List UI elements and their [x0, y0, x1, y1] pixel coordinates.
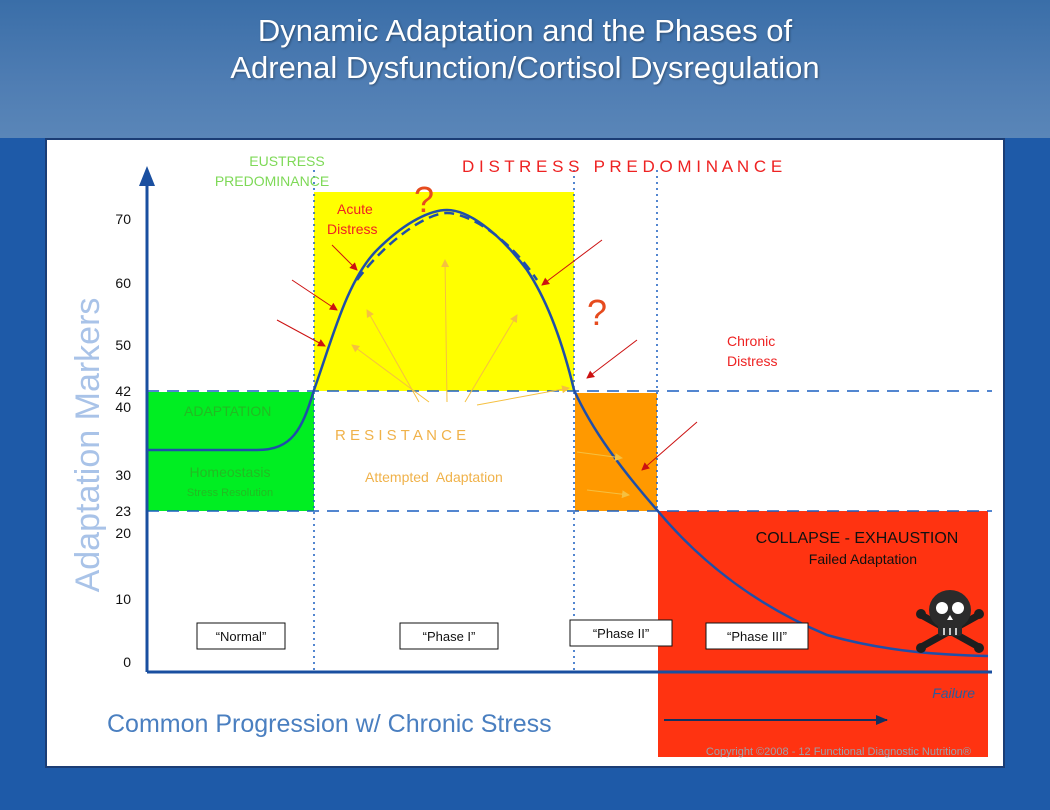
slide-title: Dynamic Adaptation and the Phases of Adr… [0, 12, 1050, 86]
tick-23: 23 [115, 503, 131, 519]
failed-adaptation-label: Failed Adaptation [809, 551, 917, 567]
peak-dashed-curve [356, 211, 539, 281]
adaptation-label: ADAPTATION [184, 403, 271, 419]
chronic-label-2: Distress [727, 353, 778, 369]
acute-label-2: Distress [327, 221, 378, 237]
tick-40: 40 [115, 399, 131, 415]
yellow-arrow-7 [586, 489, 630, 499]
diagram-panel: 70 60 50 42 40 30 23 20 10 0 Adaptation … [45, 138, 1005, 768]
tick-30: 30 [115, 467, 131, 483]
title-band: Dynamic Adaptation and the Phases of Adr… [0, 0, 1050, 138]
yellow-arrow-1 [366, 309, 420, 403]
chronic-label-1: Chronic [727, 333, 775, 349]
title-line-2: Adrenal Dysfunction/Cortisol Dysregulati… [230, 50, 820, 85]
phase-two-zone [575, 393, 657, 511]
tick-60: 60 [115, 275, 131, 291]
yellow-arrow-2 [351, 344, 430, 403]
red-arrow-4 [541, 239, 603, 286]
phase-box-one [399, 622, 499, 650]
y-axis-arrowhead [139, 166, 155, 186]
tick-0: 0 [123, 654, 131, 670]
y-axis-label: Adaptation Markers [69, 298, 107, 593]
yellow-arrow-3 [441, 259, 450, 403]
cortisol-curve [147, 208, 989, 658]
red-arrow-1 [291, 279, 338, 311]
phase-label-two: “Phase II” [593, 626, 649, 641]
phase-label-one: “Phase I” [423, 629, 476, 644]
acute-distress-zone [314, 192, 574, 391]
tick-42: 42 [115, 383, 131, 399]
red-arrow-6 [641, 421, 698, 471]
phase-box-three [705, 622, 809, 650]
title-line-1: Dynamic Adaptation and the Phases of [257, 13, 793, 48]
resistance-label: R E S I S T A N C E [335, 427, 466, 444]
yellow-arrow-4 [464, 314, 518, 403]
phase-box-two [569, 619, 673, 647]
eustress-label-1: EUSTRESS [249, 153, 324, 169]
red-arrow-2 [276, 319, 326, 347]
acute-label-1: Acute [337, 201, 373, 217]
question-mark-right: ? [587, 292, 607, 333]
red-arrow-5 [586, 339, 638, 379]
tick-50: 50 [115, 337, 131, 353]
yellow-arrow-5 [476, 385, 570, 406]
distress-predominance-label: D I S T R E S S P R E D O M I N A N C E [462, 157, 782, 176]
red-arrow-3 [331, 244, 358, 271]
tick-10: 10 [115, 591, 131, 607]
yellow-arrow-6 [576, 451, 623, 462]
tick-20: 20 [115, 525, 131, 541]
tick-70: 70 [115, 211, 131, 227]
phase-box-normal [196, 622, 286, 650]
phase-label-normal: “Normal” [216, 629, 267, 644]
stress-resolution-label: Stress Resolution [187, 487, 273, 499]
attempted-adaptation-label: Attempted Adaptation [365, 469, 503, 485]
question-mark-top: ? [414, 179, 434, 220]
adaptation-zone [147, 392, 314, 511]
collapse-label: COLLAPSE - EXHAUSTION [756, 530, 959, 547]
skull-crossbones-icon [916, 590, 984, 653]
adaptation-diagram: 70 60 50 42 40 30 23 20 10 0 Adaptation … [69, 153, 992, 758]
phase-label-three: “Phase III” [727, 629, 787, 644]
progression-label: Common Progression w/ Chronic Stress [107, 710, 552, 738]
homeostasis-label: Homeostasis [190, 464, 271, 480]
eustress-label-2: PREDOMINANCE [215, 173, 329, 189]
failure-label: Failure [932, 685, 975, 701]
copyright-label: Copyright ©2008 - 12 Functional Diagnost… [706, 746, 971, 758]
